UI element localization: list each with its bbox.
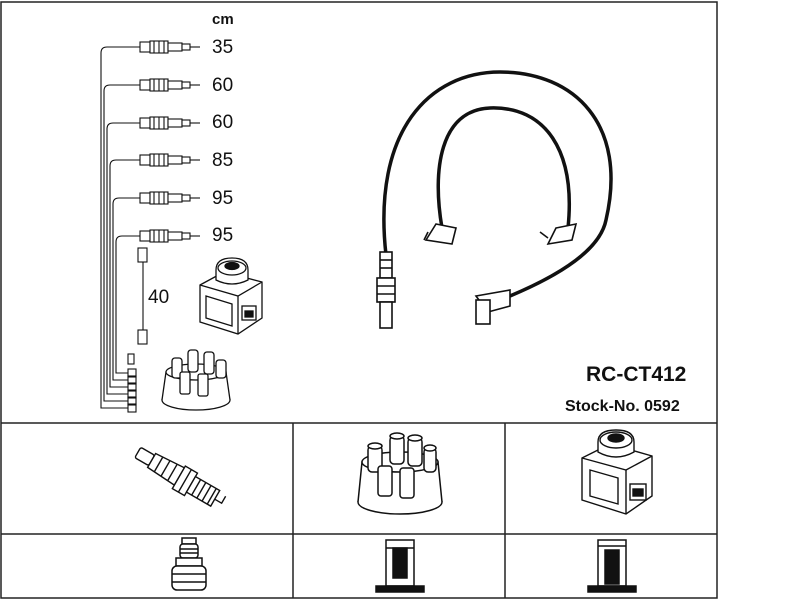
unit-label: cm — [212, 11, 234, 28]
plug-boot-body — [376, 277, 396, 303]
lead-connector-5 — [139, 191, 200, 205]
lead-overview-schematic — [100, 46, 148, 413]
plug-terminal-illustration — [171, 537, 207, 591]
coil-lead-length-label: 40 — [148, 287, 169, 308]
distributor-cap-illustration — [357, 432, 443, 515]
lead-connector-2 — [139, 78, 200, 92]
lead-route-4 — [109, 159, 140, 388]
length-label-1: 35 — [212, 37, 233, 58]
frame — [0, 1, 718, 599]
coil-lead-bottom-boot — [137, 329, 148, 345]
coil-terminal-illustration — [587, 539, 637, 593]
lead-connector-4 — [139, 153, 200, 167]
length-label-6: 95 — [212, 225, 233, 246]
coil-lead-top-boot — [137, 247, 148, 263]
length-label-2: 60 — [212, 75, 233, 96]
plug-boot-upper — [379, 251, 393, 279]
lead-route-2 — [103, 84, 140, 402]
plug-boot-lower — [379, 301, 393, 329]
long-cable-inner — [436, 106, 571, 229]
lead-route-6 — [115, 235, 140, 374]
overview-ignition-coil — [199, 257, 263, 335]
cap-terminal-illustration — [375, 539, 425, 593]
stock-number: Stock-No. 0592 — [565, 398, 680, 415]
length-label-5: 95 — [212, 188, 233, 209]
long-cable-outer — [382, 70, 613, 298]
lead-connector-1 — [139, 40, 200, 54]
length-label-4: 85 — [212, 150, 233, 171]
angled-boot-2 — [546, 222, 578, 246]
ignition-coil-illustration — [581, 429, 653, 515]
overview-distributor-cap — [161, 349, 231, 411]
length-list: 35 60 60 85 95 95 40 — [148, 37, 233, 308]
lead-route-3 — [106, 122, 140, 395]
lead-connector-3 — [139, 116, 200, 130]
cable-drawing — [376, 70, 613, 329]
lead-route-1 — [100, 46, 140, 409]
angled-boot-3-tip — [475, 299, 491, 325]
lead-connectors — [139, 40, 200, 243]
lead-route-5 — [112, 197, 140, 381]
lead-connector-6 — [139, 229, 200, 243]
length-label-3: 60 — [212, 112, 233, 133]
product-code: RC-CT412 — [586, 363, 686, 386]
spark-plug-illustration — [134, 447, 227, 508]
angled-boot-1 — [424, 223, 457, 245]
